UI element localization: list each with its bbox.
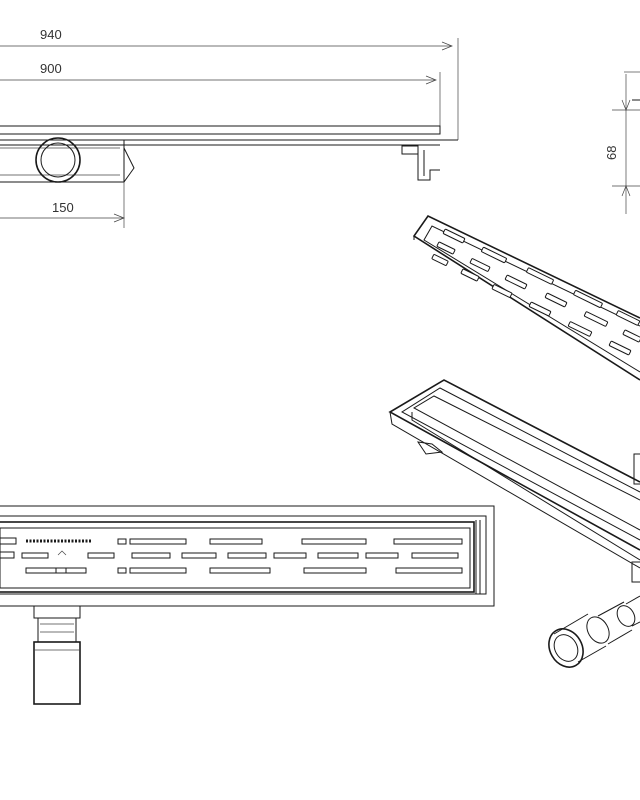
grate-slot bbox=[411, 552, 459, 559]
grate-slot bbox=[608, 340, 632, 356]
grate-slot bbox=[129, 567, 187, 574]
grate-slot bbox=[615, 310, 640, 326]
grate-slot bbox=[227, 552, 267, 559]
grate-slot bbox=[395, 567, 463, 574]
grate-slot bbox=[209, 538, 263, 545]
grate-slot bbox=[209, 567, 271, 574]
grate-slot bbox=[567, 321, 593, 337]
isometric-outlet-pipe bbox=[548, 595, 640, 668]
grate-slot bbox=[573, 290, 603, 308]
grate-slot bbox=[442, 228, 466, 244]
outlet-pipe-circle bbox=[35, 137, 81, 183]
grate-slot bbox=[526, 267, 554, 285]
dimension-label-68: 68 bbox=[604, 146, 619, 160]
grate-slot bbox=[273, 552, 307, 559]
grate-slot bbox=[365, 552, 399, 559]
grate-slot bbox=[131, 552, 171, 559]
grate-slot bbox=[431, 254, 449, 266]
grate-slot bbox=[87, 552, 115, 559]
side-elevation-view: 940 900 150 bbox=[0, 27, 459, 228]
plan-view bbox=[0, 505, 495, 705]
grate-slot bbox=[528, 301, 552, 317]
grate-slot bbox=[129, 538, 187, 545]
grate-slot bbox=[21, 552, 49, 559]
dimension-outlet-offset: 150 bbox=[0, 182, 125, 228]
isometric-channel-view bbox=[388, 379, 640, 583]
dimension-overall-length: 940 bbox=[0, 27, 459, 140]
dimension-label-150: 150 bbox=[52, 200, 74, 215]
grate-slot bbox=[436, 241, 456, 255]
grate-slot bbox=[469, 258, 491, 272]
dimension-grate-length: 900 bbox=[0, 61, 441, 130]
grate-slot bbox=[393, 538, 463, 545]
grate-slot bbox=[303, 567, 367, 574]
grate-slot bbox=[181, 552, 217, 559]
grate-slot bbox=[317, 552, 359, 559]
grate-slot bbox=[491, 284, 513, 298]
grate-slot bbox=[301, 538, 367, 545]
grate-slot bbox=[481, 246, 507, 264]
grate-slot bbox=[460, 268, 480, 282]
end-view-height-dimension: 68 bbox=[604, 71, 640, 214]
dimension-label-940: 940 bbox=[40, 27, 62, 42]
grate-slot bbox=[622, 329, 640, 343]
isometric-grate-view bbox=[412, 214, 640, 381]
grate-slot bbox=[544, 292, 568, 308]
grate-slot bbox=[583, 311, 609, 327]
dimension-label-900: 900 bbox=[40, 61, 62, 76]
grate-slot bbox=[504, 274, 528, 290]
